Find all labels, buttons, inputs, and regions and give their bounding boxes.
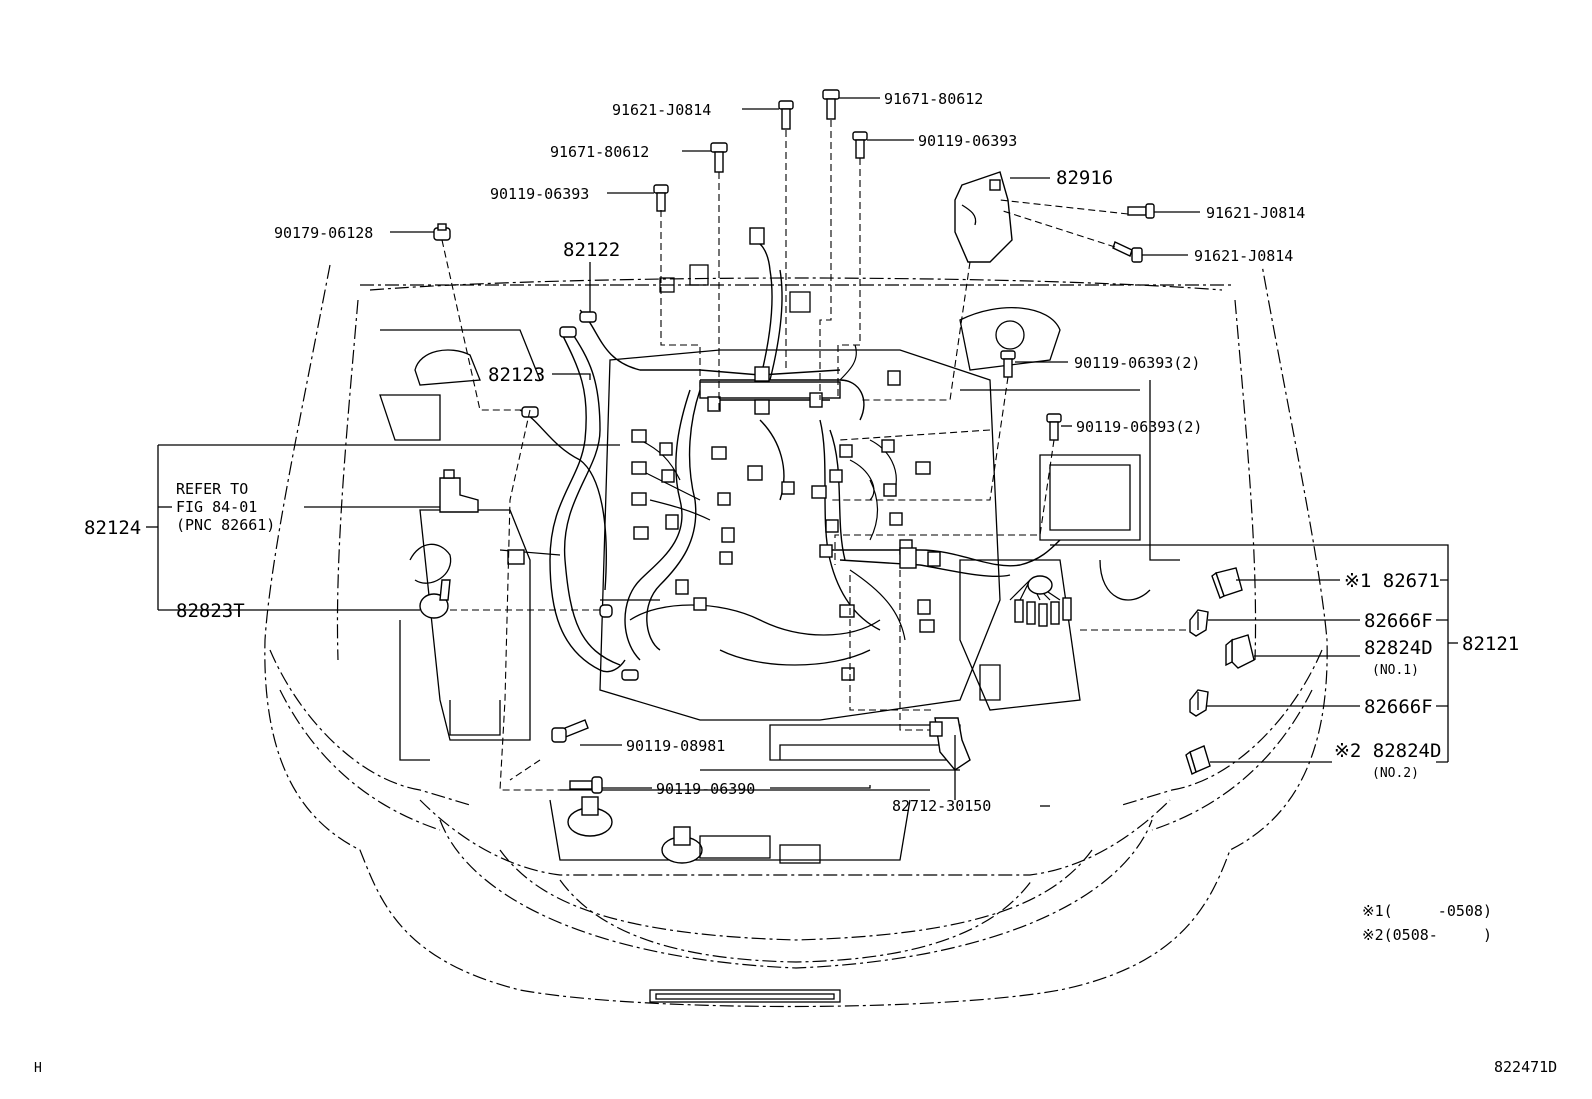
- bolt-90119-06390: [569, 776, 603, 794]
- callout-refer-pnc: (PNC 82661): [176, 516, 275, 534]
- nut-90179-06128: [433, 223, 451, 241]
- callout-82916: 82916: [1056, 167, 1113, 189]
- bolt-90119-06393-left: [653, 184, 669, 212]
- callout-82122: 82122: [563, 239, 620, 261]
- relay-82671: [1211, 567, 1243, 599]
- callout-labels: 91621-J0814 91671-80612 91671-80612 9011…: [34, 90, 1557, 1076]
- callout-no1: (NO.1): [1372, 663, 1419, 678]
- callout-82124: 82124: [84, 517, 141, 539]
- callout-91671-80612-top: 91671-80612: [884, 90, 983, 108]
- bolt-91671-80612-left: [710, 142, 728, 173]
- relay-82824D-no2: [1185, 745, 1211, 775]
- callout-90119-08981: 90119-08981: [626, 737, 725, 755]
- bolt-90119-06393-top: [852, 131, 868, 159]
- callout-refer-fig: FIG 84-01: [176, 498, 257, 516]
- fasteners: [433, 89, 1155, 794]
- bolt-90119-06393-2b: [1046, 413, 1062, 441]
- callout-82121: 82121: [1462, 633, 1519, 655]
- harness-connectors: [419, 227, 1072, 771]
- car-body-outline: [264, 264, 1328, 1008]
- assembly-dashed-lines: [441, 120, 1190, 791]
- callout-90119-06393-2b: 90119-06393(2): [1076, 418, 1202, 436]
- bolt-91621-J0814-r2: [1112, 241, 1143, 263]
- relay-82824D-no1: [1225, 634, 1255, 669]
- callout-90119-06393-left: 90119-06393: [490, 185, 589, 203]
- right-side-parts: [1185, 567, 1255, 775]
- clip-82666F-a: [1189, 609, 1209, 637]
- leader-lines: [146, 97, 1458, 807]
- note-2: ※2(0508- ): [1362, 926, 1492, 944]
- callout-91621-J0814-top: 91621-J0814: [612, 101, 711, 119]
- callout-82823T: 82823T: [176, 600, 245, 622]
- bolt-91621-J0814-r1: [1127, 203, 1155, 219]
- engine-bay-components: [379, 264, 1180, 864]
- callout-82666F-a: 82666F: [1364, 610, 1433, 632]
- callout-90119-06390: 90119-06390: [656, 780, 755, 798]
- bracket-82916: [954, 171, 1013, 263]
- callout-82824D-no2: ※2 82824D: [1334, 740, 1441, 762]
- callout-90119-06393-2a: 90119-06393(2): [1074, 354, 1200, 372]
- callout-90179-06128: 90179-06128: [274, 224, 373, 242]
- footer-left-mark: H: [34, 1061, 42, 1076]
- callout-no2: (NO.2): [1372, 766, 1419, 781]
- note-1: ※1( -0508): [1362, 902, 1492, 920]
- wire-harness: [499, 239, 1061, 673]
- callout-91621-J0814-r2: 91621-J0814: [1194, 247, 1293, 265]
- bolt-90119-08981: [551, 719, 589, 743]
- bolt-91621-J0814-top: [778, 100, 794, 130]
- callout-90119-06393-top: 90119-06393: [918, 132, 1017, 150]
- callout-91621-J0814-r1: 91621-J0814: [1206, 204, 1305, 222]
- callout-91671-80612-left: 91671-80612: [550, 143, 649, 161]
- figure-code: 822471D: [1494, 1058, 1557, 1076]
- callout-82712-30150: 82712-30150: [892, 797, 991, 815]
- callout-82824D-no1: 82824D: [1364, 637, 1433, 659]
- bolt-91671-80612-top: [822, 89, 840, 120]
- callout-82671: ※1 82671: [1344, 570, 1440, 592]
- bolt-90119-06393-2a: [1000, 350, 1016, 378]
- callout-82666F-b: 82666F: [1364, 696, 1433, 718]
- clip-82666F-b: [1189, 689, 1209, 717]
- callout-refer-to: REFER TO: [176, 480, 248, 498]
- callout-82123: 82123: [488, 364, 545, 386]
